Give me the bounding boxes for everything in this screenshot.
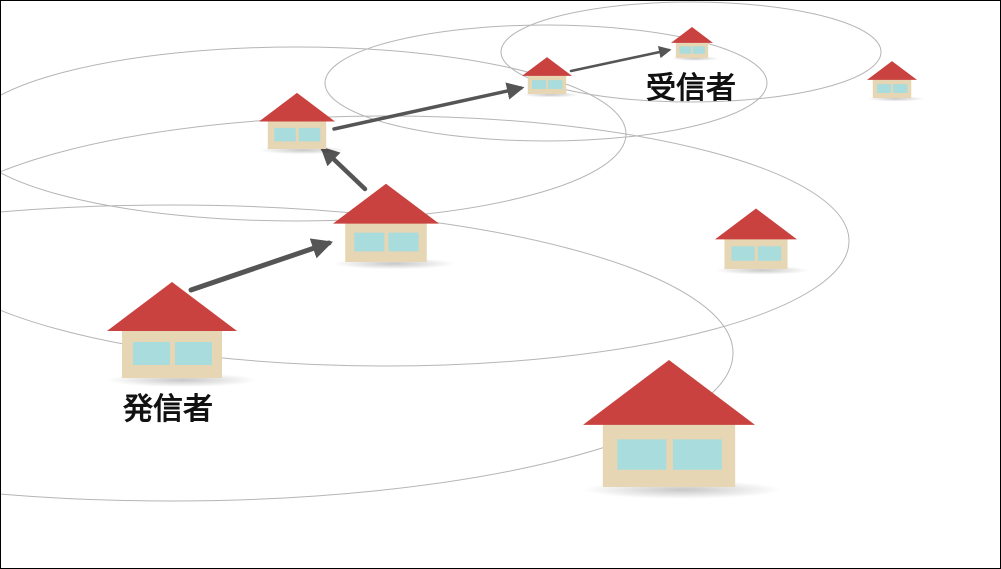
house-window-right	[388, 232, 419, 252]
house-window-left	[679, 46, 692, 54]
house-roof	[715, 208, 797, 240]
hop-arrow-2-3	[320, 146, 368, 192]
sender-label: 発信者	[123, 392, 213, 427]
receiver-label: 受信者	[646, 71, 736, 106]
house-5-receiver	[671, 26, 720, 61]
range-circle-house-1	[1, 204, 734, 502]
house-window-left	[731, 246, 755, 261]
hop-arrows	[188, 45, 672, 293]
house-4	[522, 57, 580, 98]
house-3	[259, 92, 347, 155]
house-window-right	[672, 439, 722, 470]
house-window-right	[548, 80, 563, 89]
house-window-right	[757, 246, 782, 261]
hop-arrow-3-4	[332, 82, 525, 131]
house-window-left	[354, 232, 385, 252]
range-circle-house-3	[1, 46, 627, 222]
house-roof	[522, 57, 572, 76]
house-window-right	[893, 84, 908, 93]
range-circle-house-4	[324, 24, 768, 142]
house-8	[583, 359, 782, 499]
hop-arrow-4-5	[569, 45, 672, 73]
range-circle-house-5	[500, 1, 882, 103]
house-roof	[107, 282, 237, 331]
house-roof	[867, 61, 917, 80]
house-roof	[259, 92, 335, 122]
house-window-right	[298, 127, 321, 142]
house-wall	[675, 42, 709, 58]
house-window-left	[877, 84, 892, 93]
house-window-left	[532, 80, 547, 89]
house-window-right	[175, 342, 212, 365]
house-window-left	[617, 439, 667, 470]
house-7	[715, 208, 810, 275]
house-window-left	[274, 127, 296, 142]
house-roof	[671, 26, 713, 43]
house-roof	[333, 183, 439, 224]
house-1-sender	[107, 282, 257, 387]
house-roof	[583, 359, 755, 425]
house-2	[333, 183, 456, 270]
hop-arrow-1-2	[188, 238, 333, 293]
house-6	[867, 61, 925, 102]
house-window-left	[133, 342, 170, 365]
house-window-right	[692, 46, 705, 54]
range-circles	[1, 1, 882, 502]
